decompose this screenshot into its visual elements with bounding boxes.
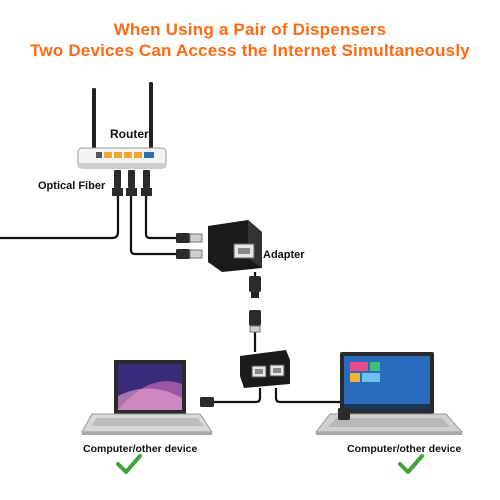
optical-fiber-label: Optical Fiber	[38, 180, 106, 192]
adapter-plugs	[176, 233, 203, 259]
splitter	[240, 350, 290, 388]
heading-line-2: Two Devices Can Access the Internet Simu…	[30, 41, 470, 60]
inline-connector	[249, 276, 261, 333]
check-icon	[116, 454, 142, 474]
laptop-right	[314, 352, 464, 435]
check-icon	[398, 454, 424, 474]
router-image	[77, 82, 167, 169]
device-left-label: Computer/other device	[83, 443, 198, 455]
laptop-left	[81, 360, 214, 435]
heading-line-1: When Using a Pair of Dispensers	[113, 20, 387, 39]
device-right-label: Computer/other device	[347, 443, 462, 455]
router-plugs	[112, 170, 152, 196]
adapter-label: Adapter	[263, 249, 305, 261]
adapter-coupler	[208, 220, 262, 272]
router-label: Router	[110, 127, 149, 141]
